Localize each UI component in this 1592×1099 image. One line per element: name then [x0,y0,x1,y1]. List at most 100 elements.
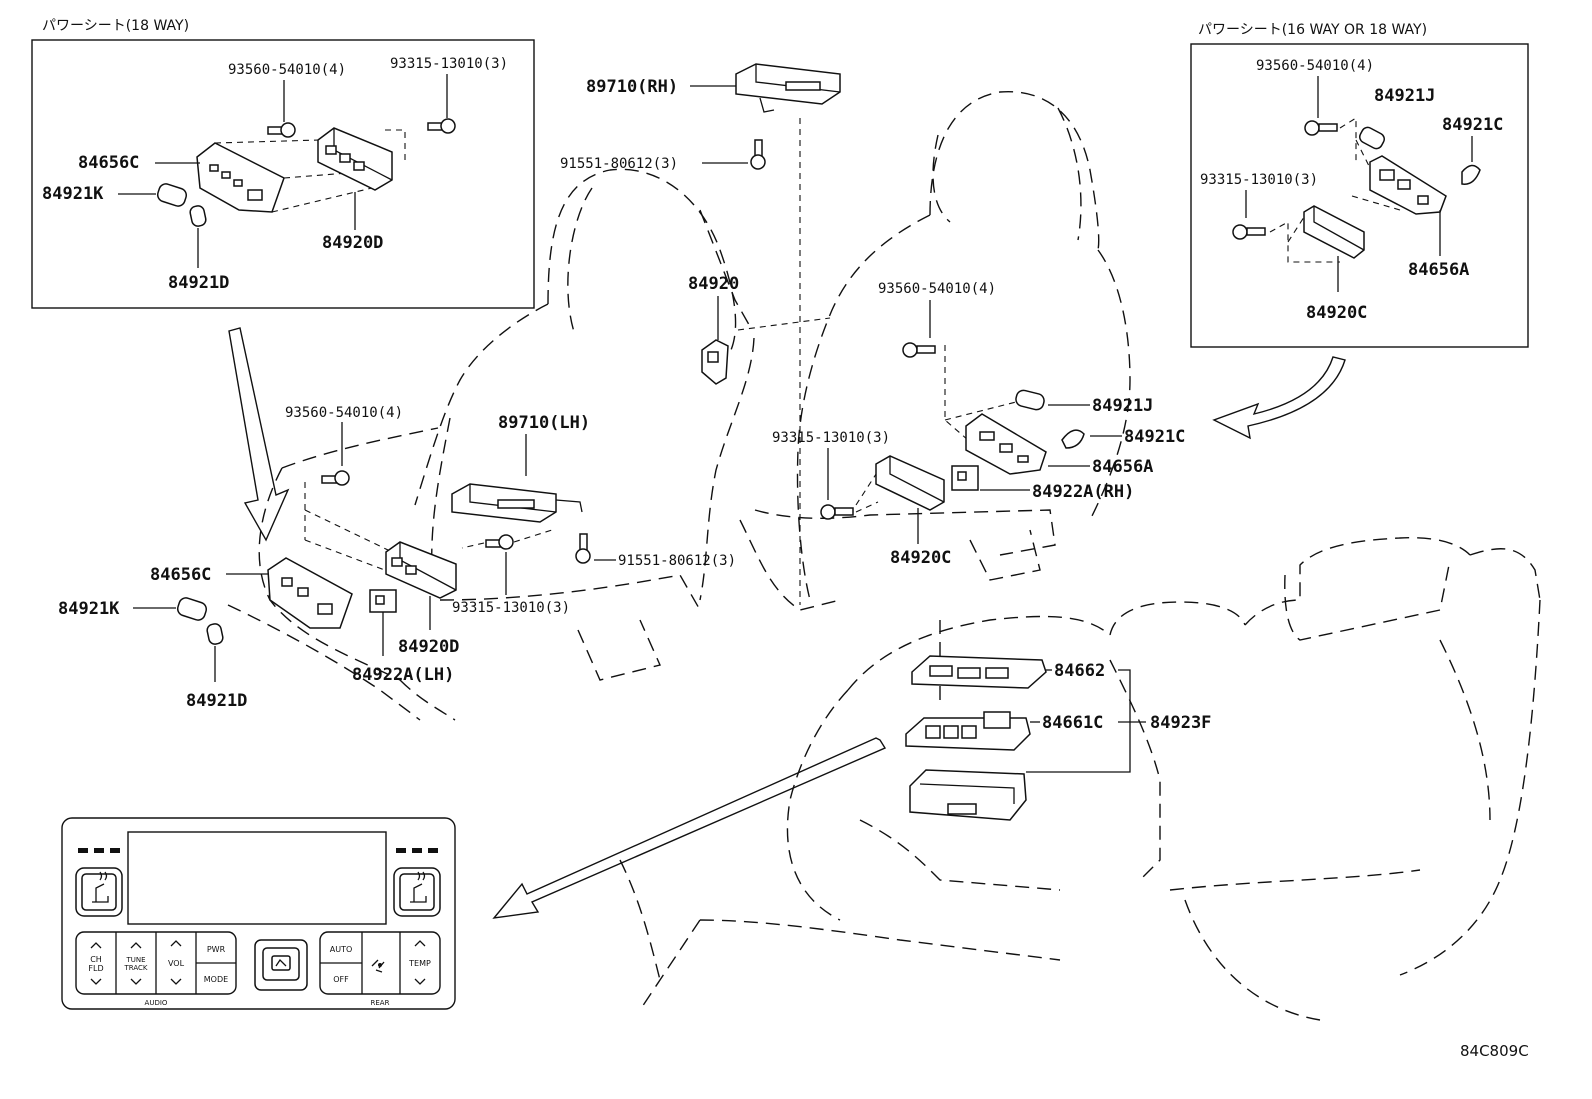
label-body-c: 84920C [890,548,951,568]
chevron-down-icon [130,978,142,985]
off-label: OFF [333,975,349,984]
chevron-up-icon [170,940,182,947]
control-panel-frame [61,817,456,1010]
label-inset-left-screw-b: 93315-13010(3) [390,56,508,72]
seat-switch-84656a-icon [1369,155,1447,215]
cover-84662-icon [911,655,1047,689]
indicator-left [78,848,120,853]
seat-link [737,317,831,331]
seat-switch-84656a-icon [965,413,1047,475]
label-ecu-lh: 89710(LH) [498,413,590,433]
knob-c-icon [1461,164,1481,185]
ecu-lh-icon [451,483,583,523]
inset-right-caption: パワーシート(16 WAY OR 18 WAY) [1198,22,1427,38]
seat-heater-icon [410,883,427,903]
inset-left-frame [31,39,535,309]
knob-k-icon [176,597,208,621]
knob-d-icon [189,205,207,227]
label-screw-left: 93560-54010(4) [285,405,403,421]
off-button[interactable]: OFF [333,975,349,984]
seat-symbol-icon [275,958,287,967]
pwr-button[interactable]: PWR [207,945,226,954]
knob-j-icon [1015,389,1045,411]
arrow-to-control-panel [492,737,887,919]
mode-label: MODE [204,975,228,984]
label-inset-right-switch-body: 84920C [1306,303,1367,323]
label-inset-right-screw-b: 93315-13010(3) [1200,172,1318,188]
label-84920: 84920 [688,274,739,294]
inset-left-caption: パワーシート(18 WAY) [42,18,189,34]
temp-button[interactable]: TEMP [408,940,431,985]
label-screw-b-left: 93315-13010(3) [452,600,570,616]
label-knob-k: 84921K [58,599,120,619]
auto-button[interactable]: AUTO [330,945,353,954]
label-inset-left-screw-a: 93560-54010(4) [228,62,346,78]
label-switch-lh: 84922A(LH) [352,665,454,685]
screw-icon [1232,224,1266,240]
screw-icon [427,118,456,134]
knob-c-icon [1061,429,1085,449]
chevron-down-icon [414,978,426,985]
left-front-seat [227,168,755,721]
heat-wave-icon [417,871,426,881]
label-inset-right-knob-j: 84921J [1374,86,1435,106]
switch-body-84920d-icon [317,127,393,191]
mode-button[interactable]: MODE [204,975,228,984]
label-assy: 84923F [1150,713,1211,733]
knob-k-icon [156,183,188,207]
ch-fld-button[interactable]: CH FLD [88,942,104,985]
switch-body-84920c-icon [1303,205,1365,259]
chevron-up-icon [90,942,102,949]
audio-group-label: AUDIO [145,999,168,1007]
knob-j-icon [1359,126,1385,150]
fan-icon [371,959,385,973]
seat-switch-84656c-icon [196,142,285,213]
screw-icon [902,342,936,358]
seat-heater-right-button[interactable] [393,867,441,917]
main-parts: 89710(RH) 91551-80612(3) 84920 93560-540… [58,63,1211,821]
tune-label: TUNE [125,956,145,964]
label-inset-left-knob-d: 84921D [168,273,229,293]
arrow-down-left [228,327,290,542]
label-inset-right-switch: 84656A [1408,260,1469,280]
ecu-rh-icon [735,63,841,113]
knob-d-icon [206,623,224,645]
label-knob-c: 84921C [1124,427,1185,447]
label-panel: 84661C [1042,713,1103,733]
arrow-curved-right [1212,356,1346,440]
indicator-right [396,848,438,853]
vol-button[interactable]: VOL [168,940,185,985]
label-knob-j: 84921J [1092,396,1153,416]
label-inset-right-knob-c: 84921C [1442,115,1503,135]
screw-icon [321,470,350,486]
center-seat-button[interactable] [254,939,308,991]
vol-label: VOL [168,959,185,968]
label-switch-a: 84656A [1092,457,1153,477]
temp-label: TEMP [408,959,431,968]
chevron-up-icon [414,940,426,947]
seat-heater-left-button[interactable] [75,867,123,917]
label-bolt-top: 91551-80612(3) [560,156,678,172]
chevron-up-icon [130,942,142,949]
ch-label: CH [90,955,102,964]
inset-right: パワーシート(16 WAY OR 18 WAY) 93560-54010(4) … [1190,22,1529,348]
screw-icon [1304,120,1338,136]
tray-icon [909,769,1027,821]
bracket-84920-icon [701,339,729,385]
screw-icon [267,122,296,138]
label-switch-c: 84656C [150,565,211,585]
control-panel-display [127,831,387,925]
fan-button[interactable] [371,959,385,973]
inset-left: パワーシート(18 WAY) 93560-54010(4) 93315-1301… [31,18,535,309]
tune-track-button[interactable]: TUNE TRACK [124,942,148,985]
label-ecu-rh: 89710(RH) [586,77,678,97]
screw-icon [820,504,854,520]
seat-heater-icon [92,883,109,903]
pwr-label: PWR [207,945,226,954]
switch-body-84920c-icon [875,455,945,511]
fld-label: FLD [88,964,103,973]
switch-84922a-rh-icon [951,465,979,491]
label-inset-left-knob-k: 84921K [42,184,104,204]
switch-body-84920d-icon [385,541,457,599]
